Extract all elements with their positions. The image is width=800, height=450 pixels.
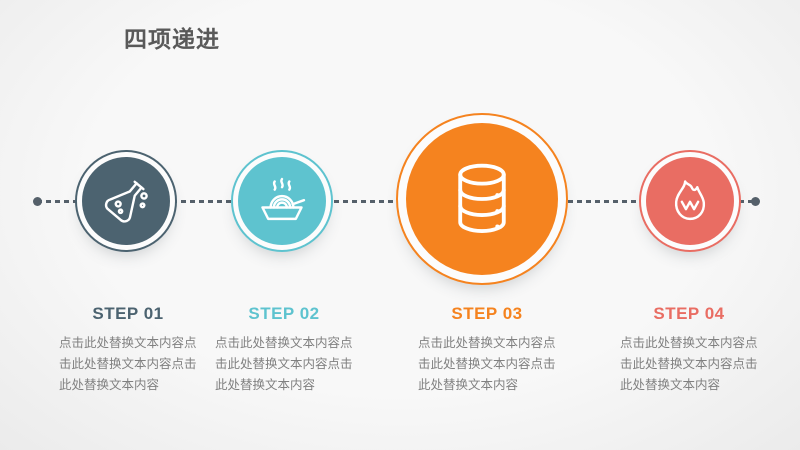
step4-label: STEP 04	[653, 304, 725, 323]
step4-circle-fill	[646, 157, 734, 245]
step2-label: STEP 02	[248, 304, 320, 323]
step3-circle[interactable]	[396, 113, 568, 285]
step4-body-placeholder[interactable]: 点击此处替换文本内容点 击此处替换文本内容点击 此处替换文本内容	[620, 336, 758, 392]
flask-icon	[104, 180, 148, 223]
step1-body-placeholder[interactable]: 点击此处替换文本内容点 击此处替换文本内容点击 此处替换文本内容	[59, 336, 197, 392]
step3-circle-fill	[406, 123, 558, 275]
timeline-start-dot	[33, 197, 42, 206]
step1-text-block: STEP 01 点击此处替换文本内容点 击此处替换文本内容点击 此处替换文本内容	[57, 304, 199, 396]
flame-icon	[674, 180, 706, 221]
page-title[interactable]: 四项递进	[124, 26, 220, 52]
step3-text-block: STEP 03 点击此处替换文本内容点 击此处替换文本内容点击 此处替换文本内容	[416, 304, 558, 396]
noodles-icon	[261, 177, 306, 221]
step4-circle[interactable]	[639, 150, 741, 252]
step2-text-block: STEP 02 点击此处替换文本内容点 击此处替换文本内容点击 此处替换文本内容	[213, 304, 355, 396]
step1-circle-fill	[82, 157, 170, 245]
step4-text-block: STEP 04 点击此处替换文本内容点 击此处替换文本内容点击 此处替换文本内容	[618, 304, 760, 396]
database-icon	[458, 163, 506, 233]
step1-circle[interactable]	[75, 150, 177, 252]
step3-label: STEP 03	[451, 304, 523, 323]
step3-body-placeholder[interactable]: 点击此处替换文本内容点 击此处替换文本内容点击 此处替换文本内容	[418, 336, 556, 392]
step2-body-placeholder[interactable]: 点击此处替换文本内容点 击此处替换文本内容点击 此处替换文本内容	[215, 336, 353, 392]
step2-circle[interactable]	[231, 150, 333, 252]
timeline-end-dot	[751, 197, 760, 206]
step2-circle-fill	[238, 157, 326, 245]
step1-label: STEP 01	[92, 304, 164, 323]
